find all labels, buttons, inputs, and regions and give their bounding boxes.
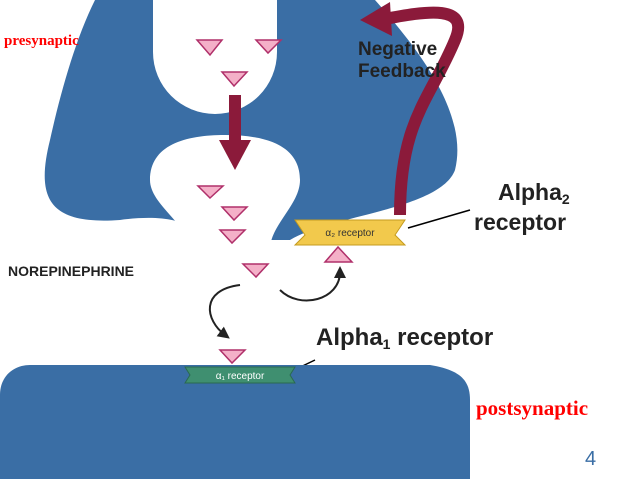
postsynaptic-neuron xyxy=(0,365,470,479)
fusing-vesicle xyxy=(150,135,300,250)
page-number: 4 xyxy=(585,448,596,470)
transmitter-triangle xyxy=(241,263,270,279)
negative-feedback-arrow xyxy=(378,6,465,216)
presynaptic-neuron xyxy=(44,0,458,240)
negative-feedback-label-line2: Feedback xyxy=(358,61,446,82)
transmitter-triangle xyxy=(218,349,247,365)
upper-transmitters xyxy=(195,39,283,88)
alpha2-receptor: α₂ receptor xyxy=(293,219,407,246)
norepinephrine-label: NOREPINEPHRINE xyxy=(8,263,134,279)
release-arrow xyxy=(219,95,251,170)
alpha2-pointer xyxy=(407,209,471,229)
transmitter-triangle-bound xyxy=(323,245,354,263)
transmitter-triangle xyxy=(196,185,225,200)
negative-feedback-arrowhead xyxy=(360,2,392,36)
alpha2-label: Alpha2 xyxy=(498,179,570,207)
postsynaptic-label: postsynaptic xyxy=(476,396,588,420)
alpha1-label: Alpha1 receptor xyxy=(316,324,493,352)
diffusion-arrow-up xyxy=(279,266,346,302)
diffusion-arrow-down xyxy=(209,284,241,339)
released-transmitters xyxy=(196,185,270,365)
transmitter-triangle xyxy=(220,206,249,222)
alpha2-label-line2: receptor xyxy=(474,209,566,235)
transmitter-triangle xyxy=(220,71,249,88)
alpha1-receptor: α₁ receptor xyxy=(184,366,296,384)
transmitter-triangle xyxy=(218,229,247,245)
transmitter-triangle xyxy=(195,39,224,57)
presynaptic-label: presynaptic xyxy=(4,33,79,49)
alpha2-receptor-tag: α₂ receptor xyxy=(325,228,375,239)
transmitter-triangle xyxy=(254,39,283,55)
alpha1-receptor-tag: α₁ receptor xyxy=(216,371,265,382)
negative-feedback-label-line1: Negative xyxy=(358,39,437,60)
